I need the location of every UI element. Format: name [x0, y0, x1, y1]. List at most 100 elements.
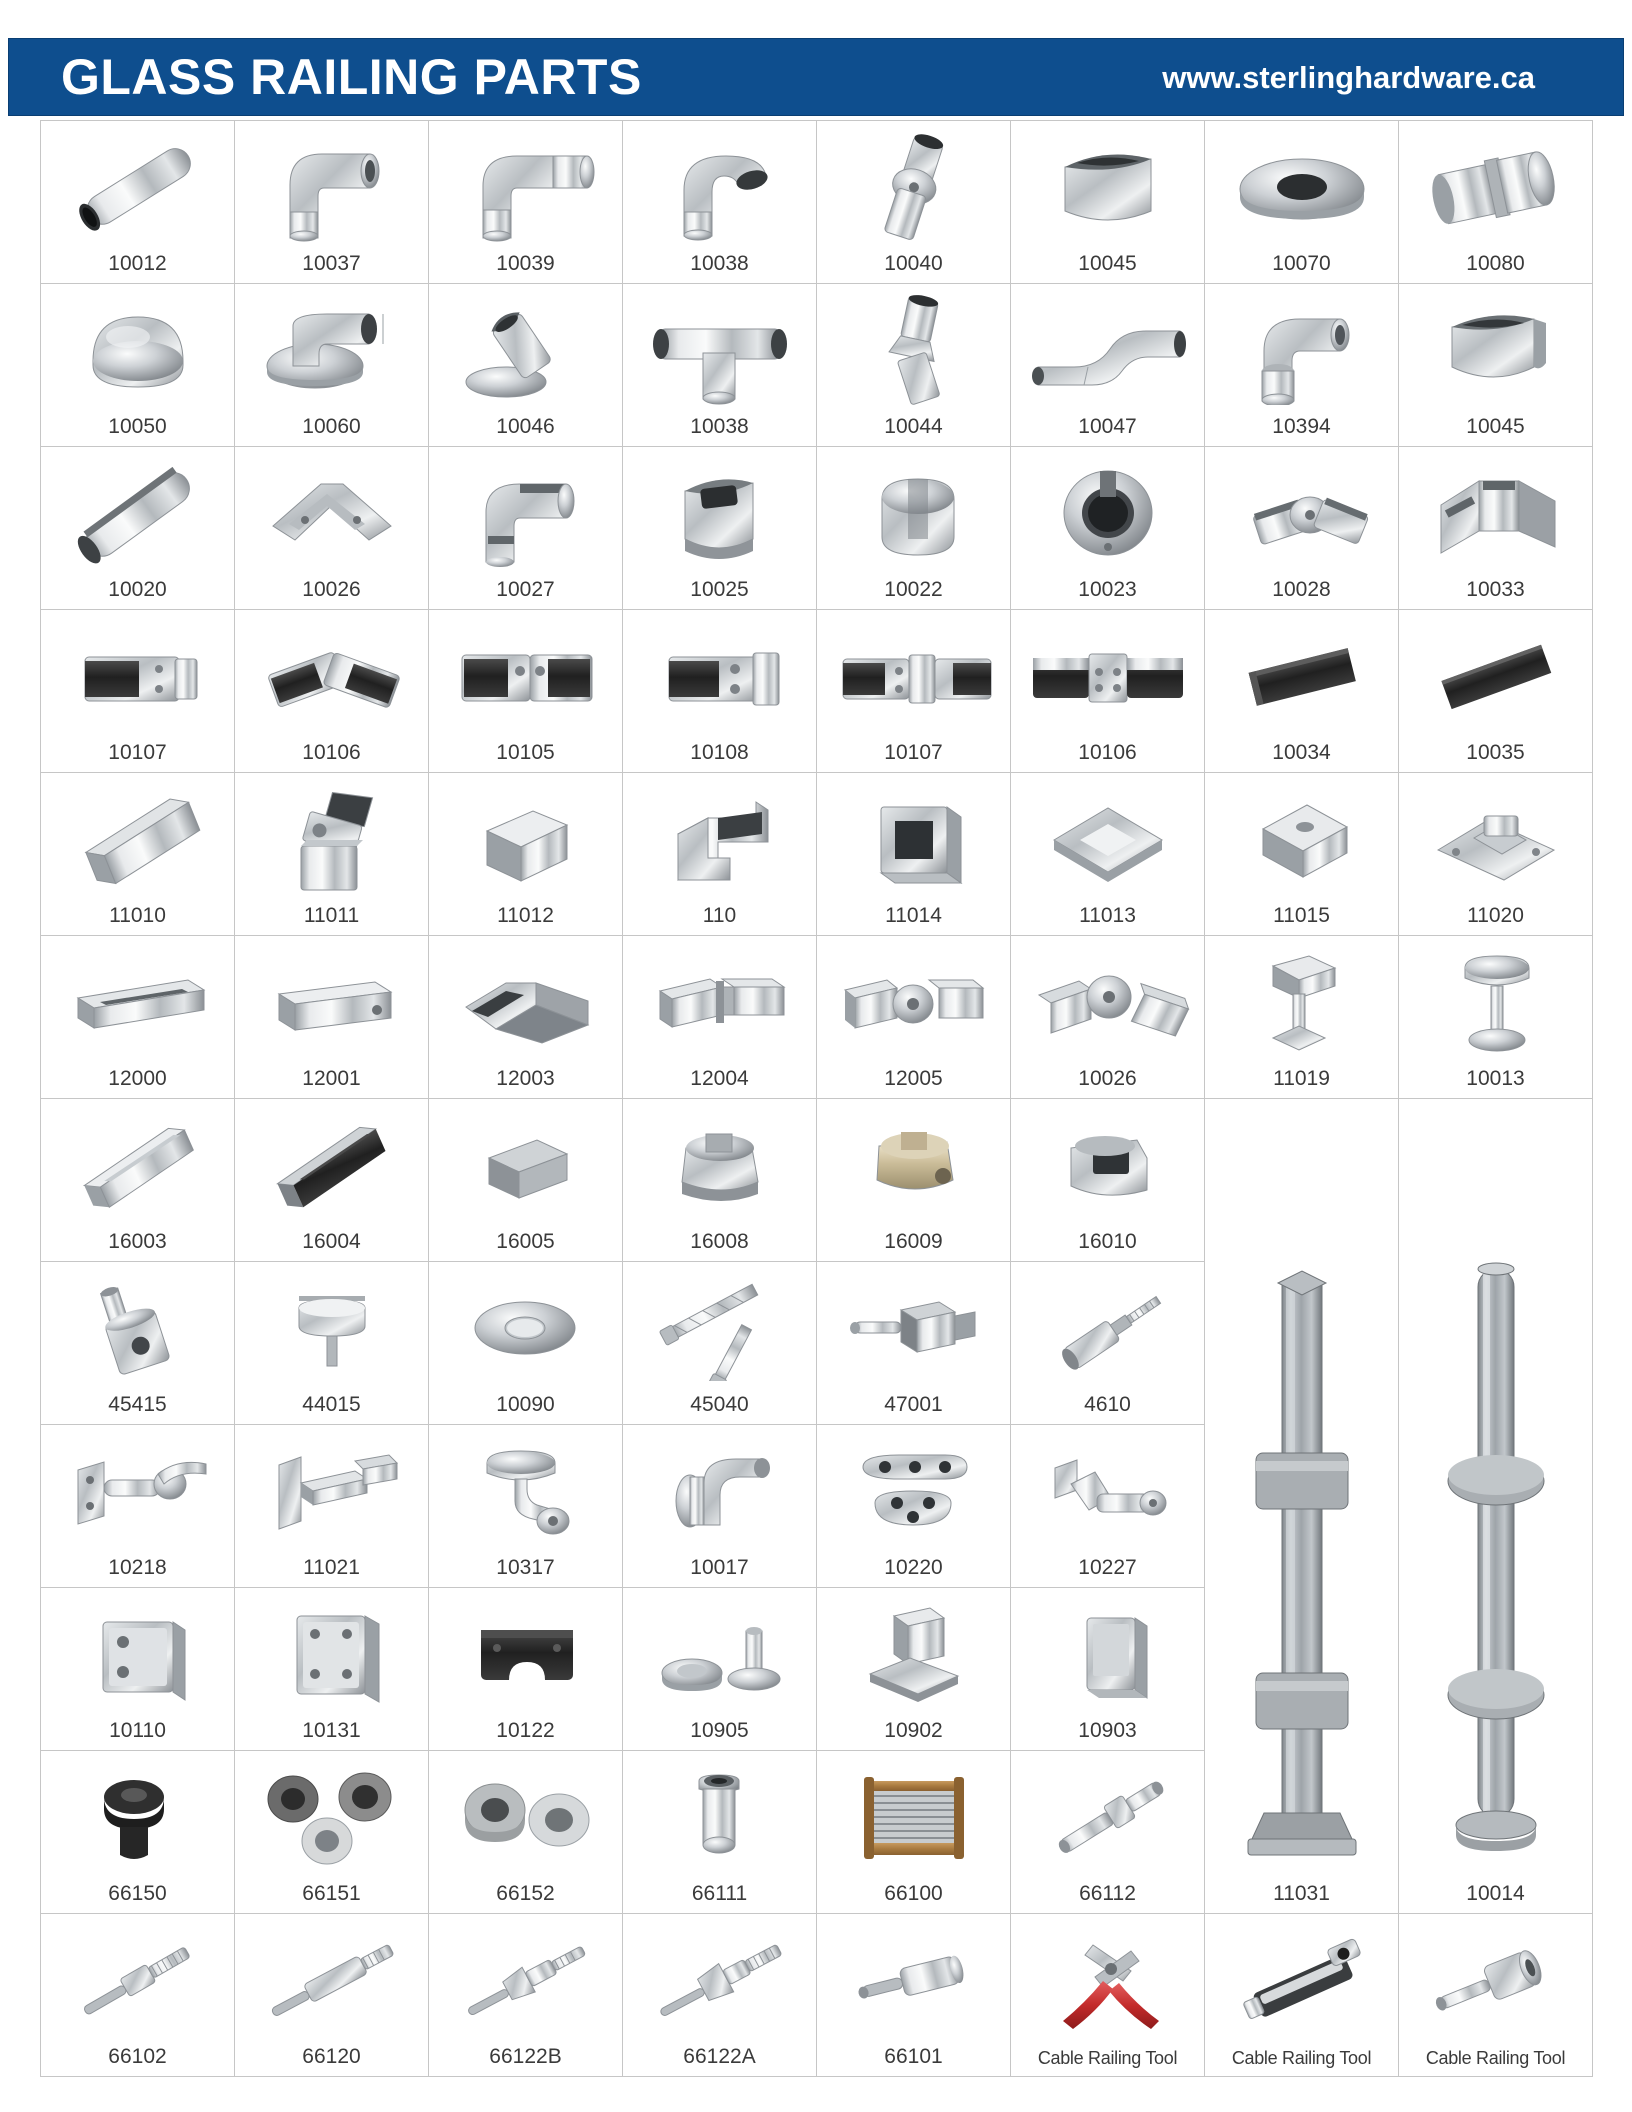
- product-cell[interactable]: 10026: [234, 446, 429, 610]
- product-cell[interactable]: 12004: [622, 935, 817, 1099]
- product-cell[interactable]: 10045: [1010, 120, 1205, 284]
- product-cell[interactable]: 10028: [1204, 446, 1399, 610]
- product-cell[interactable]: 11021: [234, 1424, 429, 1588]
- product-label: 10040: [884, 252, 943, 275]
- product-row: 12000 12001: [40, 935, 1593, 1099]
- product-cell[interactable]: 10131: [234, 1587, 429, 1751]
- product-cell[interactable]: 10025: [622, 446, 817, 610]
- product-cell[interactable]: 10108: [622, 609, 817, 773]
- product-cell[interactable]: 4610: [1010, 1261, 1205, 1425]
- product-cell[interactable]: 10090: [428, 1261, 623, 1425]
- product-cell[interactable]: 10110: [40, 1587, 235, 1751]
- product-cell[interactable]: 11015: [1204, 772, 1399, 936]
- product-cell[interactable]: 16008: [622, 1098, 817, 1262]
- product-cell[interactable]: 45040: [622, 1261, 817, 1425]
- slotted-tube-icon: [41, 447, 234, 579]
- saddle-trough-icon: [1399, 284, 1592, 416]
- product-cell[interactable]: 66102: [40, 1913, 235, 2077]
- product-cell[interactable]: 10027: [428, 446, 623, 610]
- product-cell[interactable]: 10038: [622, 120, 817, 284]
- product-label: 16010: [1078, 1230, 1137, 1253]
- product-cell[interactable]: 16003: [40, 1098, 235, 1262]
- product-cell[interactable]: 66120: [234, 1913, 429, 2077]
- product-cell[interactable]: 16004: [234, 1098, 429, 1262]
- product-cell[interactable]: 10037: [234, 120, 429, 284]
- product-cell[interactable]: 47001: [816, 1261, 1011, 1425]
- product-cell[interactable]: 10044: [816, 283, 1011, 447]
- product-row: 10050 10060: [40, 283, 1593, 447]
- product-cell[interactable]: 10039: [428, 120, 623, 284]
- product-cell[interactable]: Cable Railing Tool: [1398, 1913, 1593, 2077]
- product-cell[interactable]: 10905: [622, 1587, 817, 1751]
- product-cell[interactable]: 66100: [816, 1750, 1011, 1914]
- product-cell[interactable]: 10106: [1010, 609, 1205, 773]
- product-cell[interactable]: 10040: [816, 120, 1011, 284]
- product-cell[interactable]: 110: [622, 772, 817, 936]
- product-label: 10025: [690, 578, 749, 601]
- product-cell[interactable]: 10218: [40, 1424, 235, 1588]
- product-cell[interactable]: 10034: [1204, 609, 1399, 773]
- product-cell[interactable]: 12000: [40, 935, 235, 1099]
- standoff-disc-icon: [235, 1262, 428, 1394]
- product-cell[interactable]: 44015: [234, 1261, 429, 1425]
- product-label: 10105: [496, 741, 555, 764]
- product-cell[interactable]: 10050: [40, 283, 235, 447]
- product-cell[interactable]: 10026: [1010, 935, 1205, 1099]
- product-cell[interactable]: Cable Railing Tool: [1010, 1913, 1205, 2077]
- product-cell[interactable]: 10046: [428, 283, 623, 447]
- product-cell[interactable]: 66101: [816, 1913, 1011, 2077]
- product-cell[interactable]: 66112: [1010, 1750, 1205, 1914]
- product-cell[interactable]: 10903: [1010, 1587, 1205, 1751]
- product-cell[interactable]: 10013: [1398, 935, 1593, 1099]
- product-cell[interactable]: 10045: [1398, 283, 1593, 447]
- product-cell[interactable]: 10227: [1010, 1424, 1205, 1588]
- product-cell[interactable]: 10012: [40, 120, 235, 284]
- product-cell[interactable]: 11012: [428, 772, 623, 936]
- product-cell[interactable]: 11019: [1204, 935, 1399, 1099]
- product-cell[interactable]: 10902: [816, 1587, 1011, 1751]
- product-cell[interactable]: 10220: [816, 1424, 1011, 1588]
- product-cell[interactable]: 66152: [428, 1750, 623, 1914]
- product-cell[interactable]: 10033: [1398, 446, 1593, 610]
- product-cell[interactable]: 10020: [40, 446, 235, 610]
- product-cell[interactable]: 10017: [622, 1424, 817, 1588]
- product-cell-post[interactable]: 11031: [1204, 1098, 1399, 1914]
- product-cell[interactable]: 10122: [428, 1587, 623, 1751]
- product-cell[interactable]: 10022: [816, 446, 1011, 610]
- product-cell[interactable]: 10023: [1010, 446, 1205, 610]
- product-cell[interactable]: 45415: [40, 1261, 235, 1425]
- product-cell[interactable]: 66151: [234, 1750, 429, 1914]
- product-cell[interactable]: 10038: [622, 283, 817, 447]
- product-cell[interactable]: 11011: [234, 772, 429, 936]
- product-cell[interactable]: 16005: [428, 1098, 623, 1262]
- product-cell[interactable]: 10035: [1398, 609, 1593, 773]
- product-cell[interactable]: 12003: [428, 935, 623, 1099]
- product-cell[interactable]: 11014: [816, 772, 1011, 936]
- product-cell[interactable]: 12005: [816, 935, 1011, 1099]
- product-cell[interactable]: 16010: [1010, 1098, 1205, 1262]
- product-cell[interactable]: Cable Railing Tool: [1204, 1913, 1399, 2077]
- product-label: 10022: [884, 578, 943, 601]
- product-cell[interactable]: 66122B: [428, 1913, 623, 2077]
- product-cell[interactable]: 10070: [1204, 120, 1399, 284]
- product-cell[interactable]: 12001: [234, 935, 429, 1099]
- slim-glass-spigot-icon: [1011, 1588, 1204, 1720]
- product-cell[interactable]: 11020: [1398, 772, 1593, 936]
- product-cell[interactable]: 10106: [234, 609, 429, 773]
- product-label: 10012: [108, 252, 167, 275]
- product-cell[interactable]: 10107: [40, 609, 235, 773]
- product-cell-post[interactable]: 10014: [1398, 1098, 1593, 1914]
- product-cell[interactable]: 16009: [816, 1098, 1011, 1262]
- product-cell[interactable]: 10107: [816, 609, 1011, 773]
- product-cell[interactable]: 10080: [1398, 120, 1593, 284]
- product-cell[interactable]: 10394: [1204, 283, 1399, 447]
- product-cell[interactable]: 10047: [1010, 283, 1205, 447]
- product-cell[interactable]: 10317: [428, 1424, 623, 1588]
- product-cell[interactable]: 10105: [428, 609, 623, 773]
- product-cell[interactable]: 66111: [622, 1750, 817, 1914]
- product-cell[interactable]: 11010: [40, 772, 235, 936]
- product-cell[interactable]: 66150: [40, 1750, 235, 1914]
- product-cell[interactable]: 11013: [1010, 772, 1205, 936]
- product-cell[interactable]: 66122A: [622, 1913, 817, 2077]
- product-cell[interactable]: 10060: [234, 283, 429, 447]
